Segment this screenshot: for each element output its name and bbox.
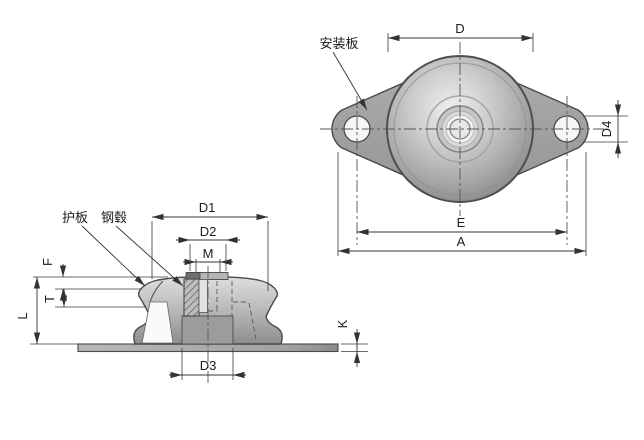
dim-label-d: D [455, 21, 464, 36]
dim-label-e: E [457, 215, 466, 230]
dim-label-m: M [203, 246, 214, 261]
dim-l: L [15, 277, 80, 345]
hub-boss-cut-cap [185, 272, 201, 280]
dim-label-d1: D1 [199, 200, 216, 215]
dim-d2: D2 [176, 224, 240, 271]
dim-label-d3: D3 [200, 358, 217, 373]
top-view: D D4 E A 安装板 [319, 21, 628, 256]
dim-d4: D4 [583, 100, 628, 158]
callout-guard-plate: 护板 [62, 210, 146, 287]
dim-label-t: T [42, 295, 57, 303]
dim-label-d4: D4 [599, 121, 614, 138]
dim-label-f: F [40, 258, 55, 266]
dim-k: K [335, 319, 368, 367]
section-cavity [141, 301, 174, 344]
dim-d3: D3 [169, 348, 246, 380]
dim-e: E [357, 215, 567, 236]
dim-d1: D1 [151, 200, 269, 291]
callout-mounting-plate: 安装板 [319, 36, 368, 111]
hidden-lines [208, 281, 257, 340]
dim-d: D [387, 21, 534, 52]
dim-label-l: L [15, 312, 30, 319]
callout-label-guard-plate: 护板 [62, 210, 88, 225]
callout-steel-hub: 钢毂 [101, 210, 184, 287]
side-view: D1 D2 M F [15, 200, 368, 386]
dim-a: A [337, 152, 587, 256]
dim-label-d2: D2 [200, 224, 217, 239]
top-view-centerlines [320, 42, 604, 245]
callout-label-steel-hub: 钢毂 [101, 210, 127, 225]
steel-hub-hatch [183, 278, 200, 317]
dim-m: M [183, 246, 233, 272]
dim-label-a: A [457, 234, 466, 249]
cut-face-line [149, 280, 164, 303]
thread-bore [198, 279, 208, 313]
callout-label-mounting-plate: 安装板 [319, 36, 358, 51]
dim-t: T [42, 289, 145, 308]
dim-label-k: K [335, 319, 350, 328]
center-column [181, 315, 234, 345]
